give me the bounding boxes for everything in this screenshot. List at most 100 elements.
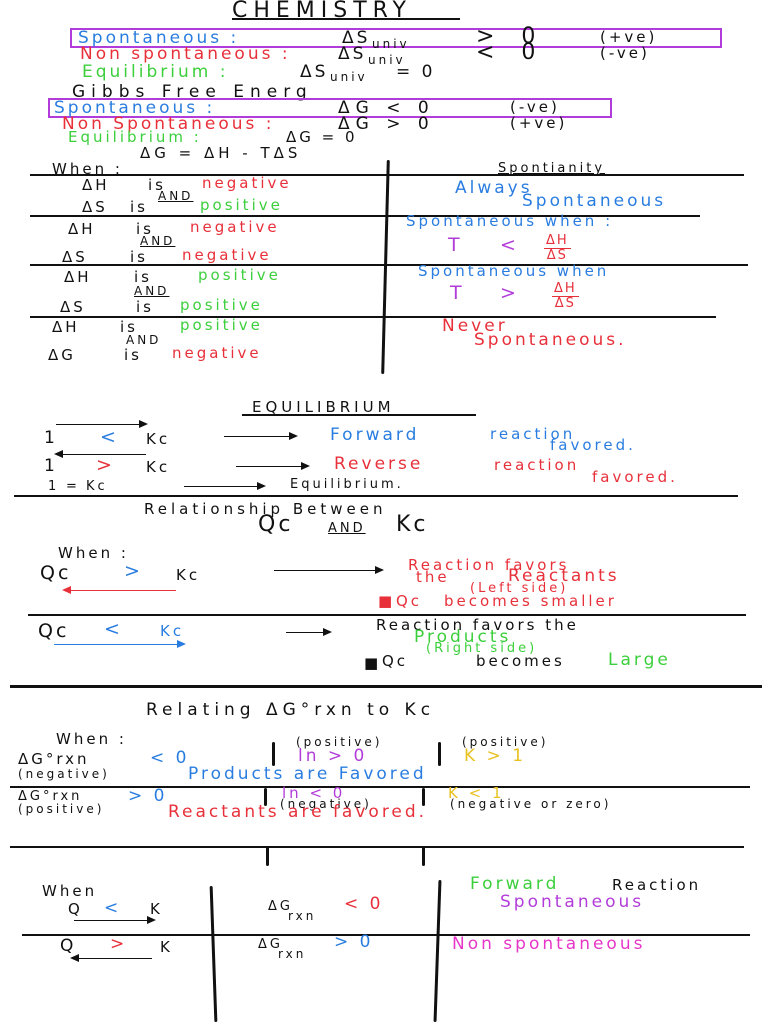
relating-sep-1a <box>272 742 275 766</box>
t1r2-is2: is <box>130 248 148 266</box>
bottom-r1-dg: ΔG <box>268 899 293 914</box>
t1r2-b: ΔS <box>62 248 88 266</box>
table1-line-3 <box>30 316 716 318</box>
t1r4-and: AND <box>126 333 162 347</box>
rel-r2-arrow <box>286 628 332 636</box>
bottom-when: When <box>42 882 98 900</box>
t1r1-result2: Spontaneous <box>522 191 667 211</box>
equilibrium-underline <box>242 414 476 416</box>
relating-sep-2a <box>264 788 267 806</box>
relating-r1-ln: ln > 0 <box>298 746 368 766</box>
gibbs-equation: ΔG = ΔH - TΔS <box>140 144 302 162</box>
t1r2-v1: negative <box>190 218 280 236</box>
rel-r2-k: Kc <box>160 622 185 640</box>
eq-row1-arrow <box>224 432 298 440</box>
table1-vertical-divider <box>381 159 390 375</box>
relating-heading: Relating ΔG°rxn to Kc <box>146 700 436 720</box>
section-divider-1 <box>14 495 738 497</box>
entropy-equil-expr: ΔS <box>300 62 329 82</box>
rel-when: When : <box>58 544 129 562</box>
bottom-r1-k: K <box>150 900 163 918</box>
bottom-r1-arrow <box>74 916 156 924</box>
rel-r2-res4c: Large <box>608 650 671 670</box>
eq-row3-k: Kc <box>86 479 108 494</box>
rel-r1-res4a: Qc <box>396 592 423 610</box>
t1r4-result2: Spontaneous. <box>474 330 627 350</box>
t1r3-num: ΔH <box>552 281 579 298</box>
relating-r2-rel: > 0 <box>128 786 168 806</box>
bottom-divider <box>22 934 750 936</box>
t1r3-is1: is <box>134 268 152 286</box>
relating-when: When : <box>56 730 127 748</box>
t1r3-t: T <box>450 282 465 304</box>
rel-r1-bullet: ■ <box>378 592 396 610</box>
relationship-qc: Qc <box>258 512 294 537</box>
entropy-spontaneous-sign: (+ve) <box>600 28 658 46</box>
t1r4-a: ΔH <box>52 318 80 336</box>
gibbs-spontaneous-label: Spontaneous : <box>54 98 216 118</box>
bottom-r2-q: Q <box>60 936 77 956</box>
t1r3-fraction: ΔH ΔS <box>552 281 579 312</box>
relating-r1-rel: < 0 <box>150 748 190 768</box>
t1r3-is2: is <box>136 298 154 316</box>
t1r3-v1: positive <box>198 266 281 284</box>
relating-r1-dg: ΔG°rxn <box>18 750 90 768</box>
t1r2-result: Spontaneous when : <box>406 212 614 230</box>
t1r1-v1: negative <box>202 174 292 192</box>
t1r4-is1: is <box>120 318 138 336</box>
t1r2-v2: negative <box>182 246 272 264</box>
rel-r2-res2: Products <box>414 627 512 647</box>
relationship-heading: Relationship Between <box>144 500 387 518</box>
entropy-nonspont-label: Non spontaneous : <box>80 44 291 64</box>
title-underline <box>232 18 460 20</box>
eq-row1-one: 1 <box>44 428 58 448</box>
rel-r2-rel: < <box>104 618 123 640</box>
table1-when-header: When : <box>52 160 123 178</box>
gibbs-spontaneous-box <box>48 98 612 118</box>
bottom-r1-res2: Spontaneous <box>500 892 645 912</box>
entropy-equil-rel: = 0 <box>396 62 436 82</box>
t1r4-v2: negative <box>172 344 262 362</box>
relating-r1-result: Products are Favored <box>188 764 427 784</box>
eq-row3-arrow <box>184 482 266 490</box>
eq-row2-over-arrow <box>54 450 146 458</box>
t1r1-result1: Always <box>455 178 533 198</box>
spontaneous-highlight-box <box>70 28 722 48</box>
t1r1-b: ΔS <box>82 198 108 216</box>
t1r1-is1: is <box>148 176 166 194</box>
eq-row2-rel: > <box>96 454 115 476</box>
relating-r1-k: K > 1 <box>464 746 527 766</box>
t1r1-a: ΔH <box>82 176 110 194</box>
t1r1-v2: positive <box>200 196 283 214</box>
relating-r2-result: Reactants are favored. <box>168 802 428 822</box>
rel-r2-right-arrow <box>54 640 186 648</box>
bottom-r2-rel: > <box>110 934 128 954</box>
entropy-nonspont-sign: (-ve) <box>600 44 650 62</box>
relating-r2-posn: (positive) <box>18 802 105 816</box>
eq-row2-k: Kc <box>146 458 171 476</box>
rel-divider <box>28 614 746 616</box>
t1r4-result1: Never <box>442 316 508 336</box>
t1r1-is2: is <box>130 198 148 216</box>
eq-row1-rel: < <box>100 426 119 448</box>
page-title: CHEMISTRY <box>232 0 412 23</box>
relating-divider <box>10 786 750 788</box>
section-divider-3 <box>10 846 744 848</box>
eq-row2-one: 1 <box>44 456 58 476</box>
relating-r2-negnote1: (negative) <box>280 797 372 811</box>
t1r2-fraction: ΔH ΔS <box>544 233 571 264</box>
bottom-r2-dg: ΔG <box>258 937 283 952</box>
eq-row2-res1: Reverse <box>334 454 424 474</box>
rel-r1-res3: (Left side) <box>470 581 569 596</box>
bottom-r2-k: K <box>160 938 173 956</box>
rel-r1-res2b: Reactants <box>508 566 620 586</box>
entropy-equil-label: Equilibrium : <box>82 62 229 82</box>
rel-r2-bullet: ■ <box>364 654 382 672</box>
relating-r1-neg: (negative) <box>18 767 110 781</box>
entropy-equil-sub: univ <box>330 70 368 84</box>
t1r1-and: AND <box>158 189 194 203</box>
bottom-r1-rel: < <box>104 898 122 918</box>
bottom-r2-cmp: > 0 <box>334 932 374 952</box>
table1-line-1 <box>30 215 700 217</box>
t1r2-num: ΔH <box>544 233 571 250</box>
